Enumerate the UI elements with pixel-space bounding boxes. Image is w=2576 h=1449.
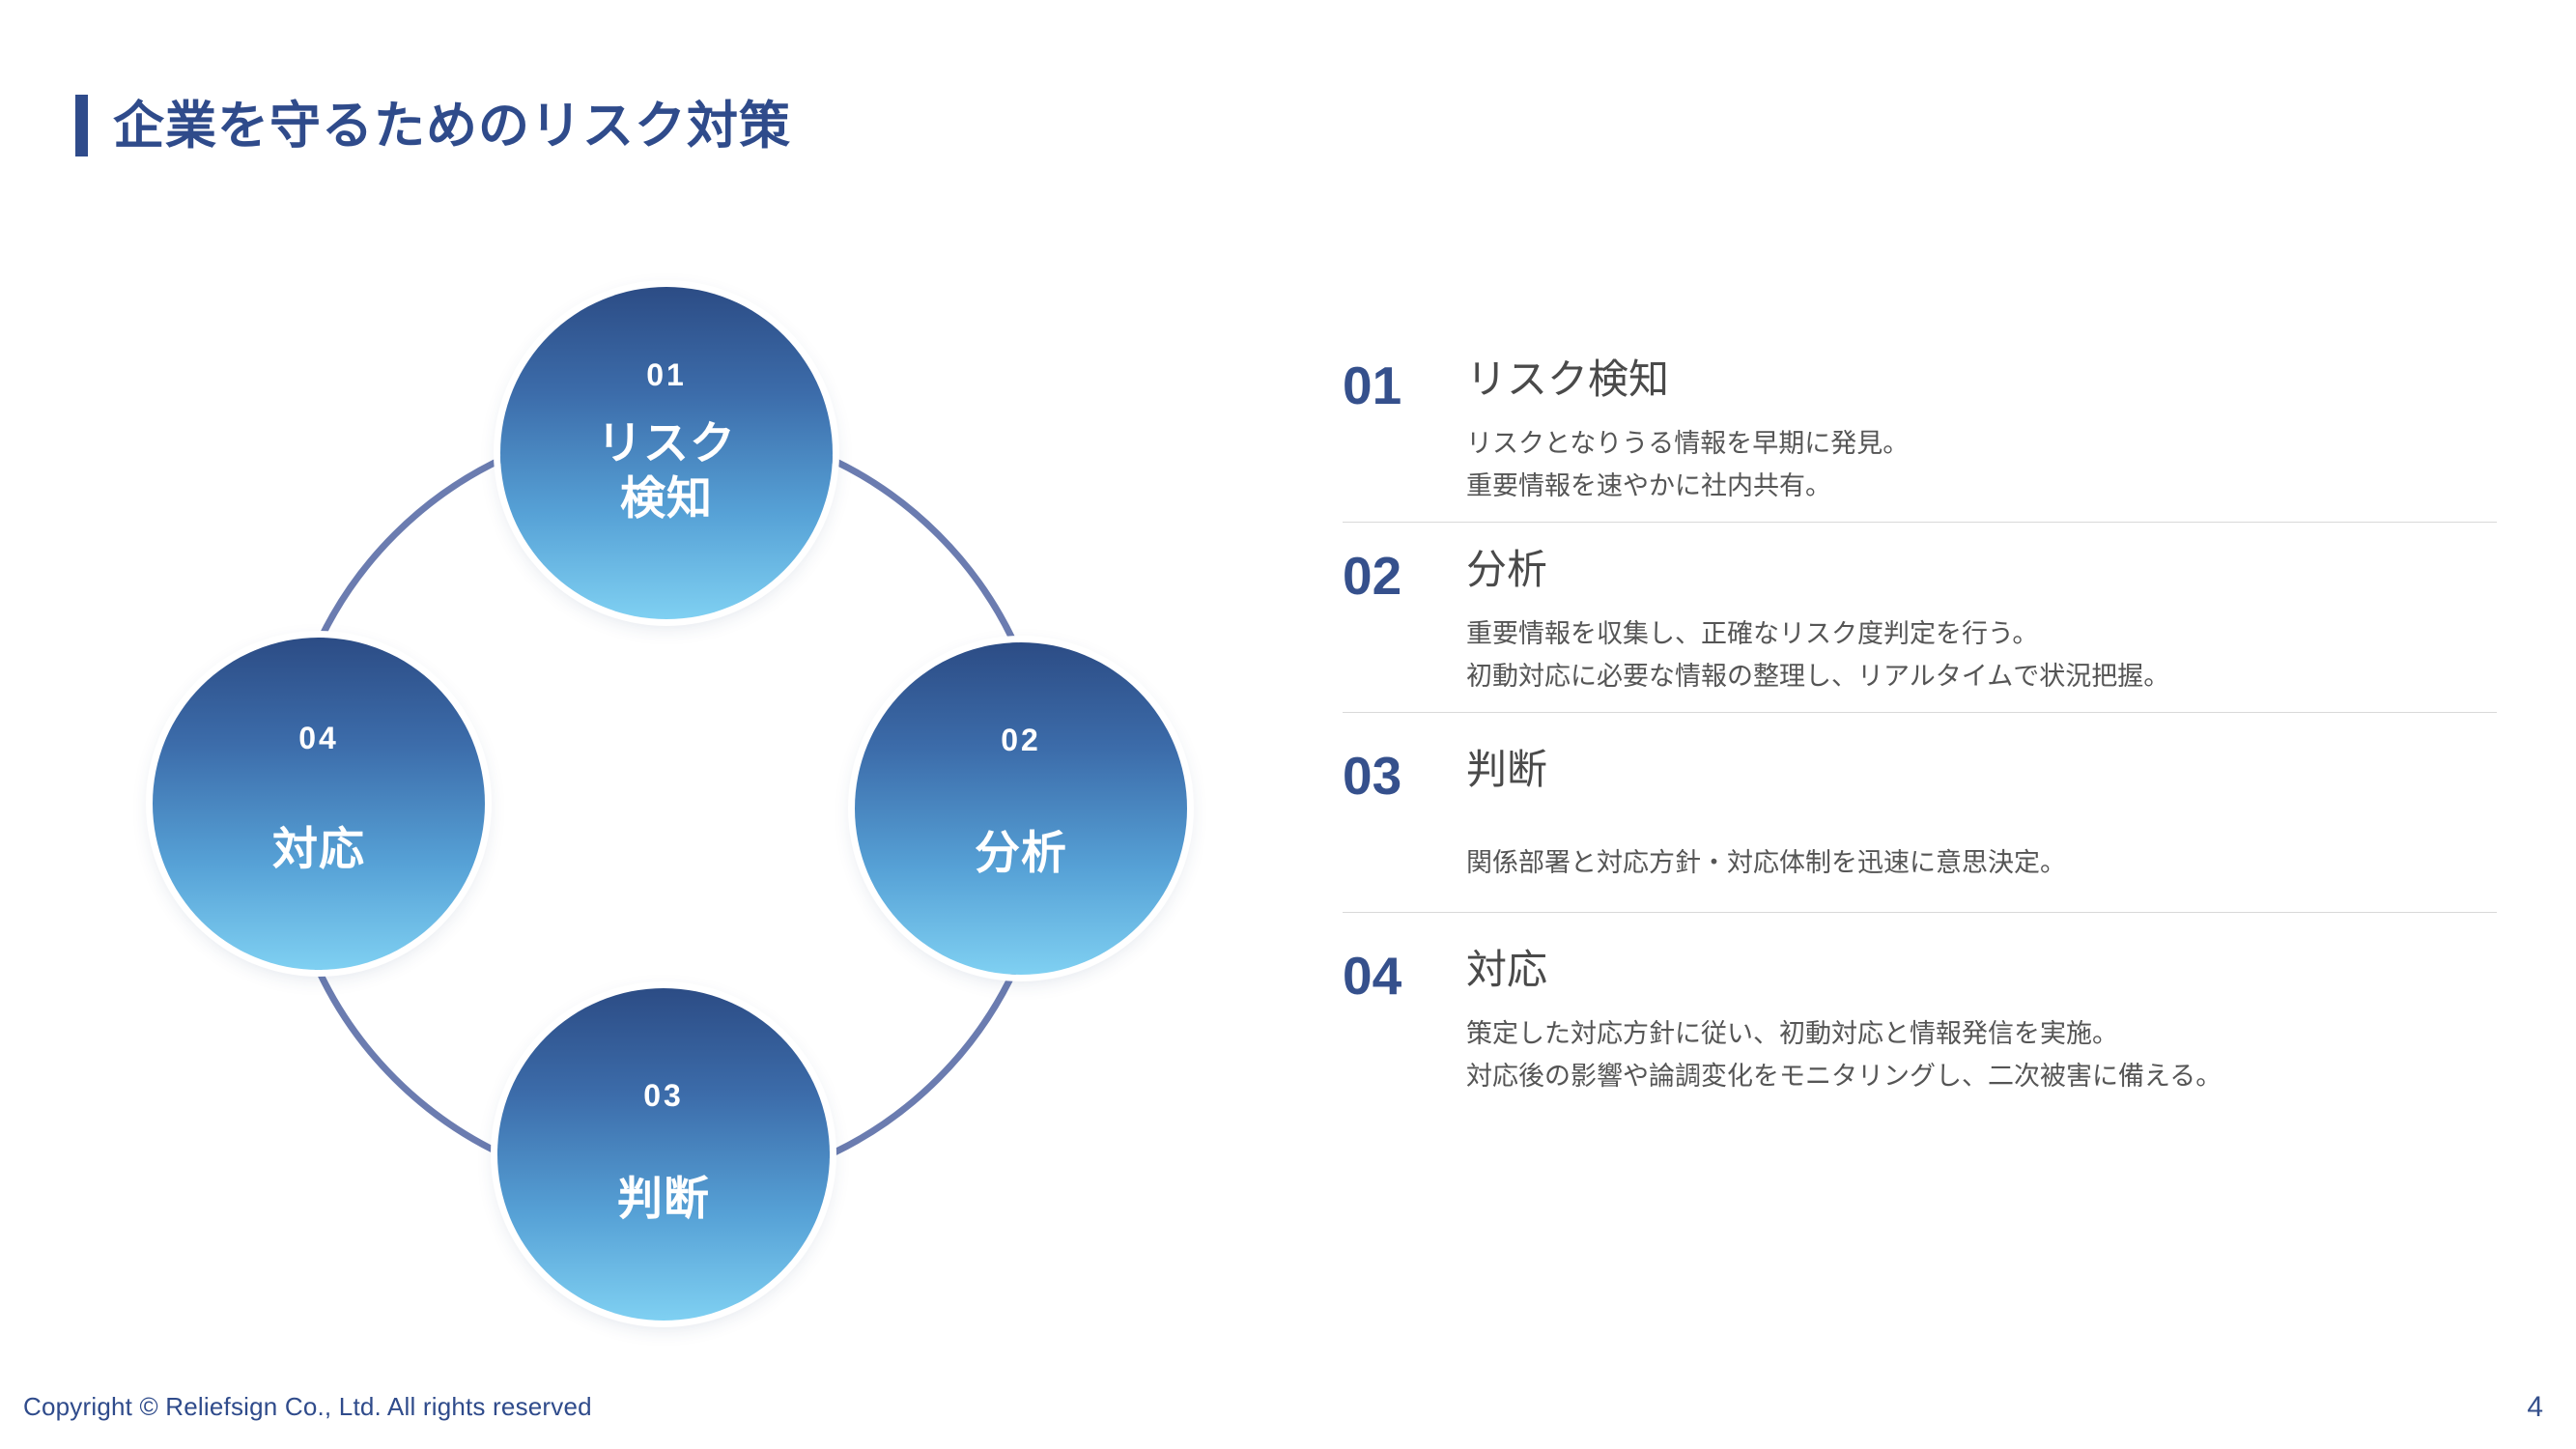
diagram-node-01-label-line2: 検知	[620, 472, 713, 525]
step-item-01[interactable]: 01 リスク検知 リスクとなりうる情報を早期に発見。 重要情報を速やかに社内共有…	[1343, 355, 2497, 522]
title-text: 企業を守るためのリスク対策	[113, 97, 791, 155]
diagram-node-04-number: 04	[298, 721, 339, 755]
spacer-1	[1343, 523, 2497, 550]
page-title: 企業を守るためのリスク対策	[75, 95, 791, 156]
cycle-diagram: 01 リスク 検知 02 分析 03 判断 04 対応	[126, 261, 1217, 1352]
diagram-node-02-label: 分析	[975, 827, 1067, 878]
step-item-03-heading: 判断	[1466, 747, 1548, 792]
step-item-01-number: 01	[1343, 355, 1402, 415]
diagram-node-02[interactable]: 02 分析	[855, 642, 1187, 975]
step-item-02-body: 分析 重要情報を収集し、正確なリスク度判定を行う。 初動対応に必要な情報の整理し…	[1466, 547, 2497, 698]
footer-page-number: 4	[2527, 1391, 2543, 1423]
footer-copyright: Copyright © Reliefsign Co., Ltd. All rig…	[23, 1392, 592, 1421]
diagram-node-04-label: 対応	[272, 823, 365, 874]
diagram-node-03[interactable]: 03 判断	[497, 988, 830, 1321]
step-item-01-desc-line2: 重要情報を速やかに社内共有。	[1466, 470, 1831, 500]
step-item-02-desc-line1: 重要情報を収集し、正確なリスク度判定を行う。	[1466, 619, 2039, 649]
spacer-3	[1343, 913, 2497, 950]
step-item-03-number: 03	[1343, 746, 1402, 806]
step-item-01-heading: リスク検知	[1466, 356, 1670, 402]
diagram-node-03-number: 03	[643, 1078, 684, 1113]
step-divider-1	[1343, 522, 2497, 523]
diagram-node-01[interactable]: 01 リスク 検知	[500, 287, 833, 619]
step-item-04-desc-line1: 策定した対応方針に従い、初動対応と情報発信を実施。	[1466, 1019, 2118, 1049]
step-item-04-body: 対応 策定した対応方針に従い、初動対応と情報発信を実施。 対応後の影響や論調変化…	[1466, 947, 2497, 1098]
diagram-node-01-label-line1: リスク	[597, 417, 736, 469]
diagram-node-01-label: リスク 検知	[597, 415, 736, 526]
step-item-01-desc-line1: リスクとなりうる情報を早期に発見。	[1466, 429, 1910, 459]
step-item-02-heading: 分析	[1466, 547, 1548, 592]
step-item-03-description: 関係部署と対応方針・対応体制を迅速に意思決定。	[1466, 842, 2497, 885]
step-divider-3	[1343, 912, 2497, 913]
diagram-node-02-number: 02	[1001, 723, 1041, 757]
step-item-04-description: 策定した対応方針に従い、初動対応と情報発信を実施。 対応後の影響や論調変化をモニ…	[1466, 1013, 2497, 1097]
step-item-02-description: 重要情報を収集し、正確なリスク度判定を行う。 初動対応に必要な情報の整理し、リア…	[1466, 613, 2497, 697]
step-item-04[interactable]: 04 対応 策定した対応方針に従い、初動対応と情報発信を実施。 対応後の影響や論…	[1343, 946, 2497, 1104]
diagram-node-03-label: 判断	[617, 1173, 710, 1224]
step-item-04-number: 04	[1343, 946, 1402, 1006]
title-accent-bar	[75, 95, 88, 156]
step-item-01-description: リスクとなりうる情報を早期に発見。 重要情報を速やかに社内共有。	[1466, 423, 2497, 507]
step-item-01-body: リスク検知 リスクとなりうる情報を早期に発見。 重要情報を速やかに社内共有。	[1466, 356, 2497, 508]
step-item-02[interactable]: 02 分析 重要情報を収集し、正確なリスク度判定を行う。 初動対応に必要な情報の…	[1343, 546, 2497, 712]
diagram-node-04[interactable]: 04 対応	[153, 638, 485, 970]
step-divider-2	[1343, 712, 2497, 713]
step-item-03-body: 判断 関係部署と対応方針・対応体制を迅速に意思決定。	[1466, 747, 2497, 885]
step-item-02-number: 02	[1343, 546, 1402, 606]
step-list: 01 リスク検知 リスクとなりうる情報を早期に発見。 重要情報を速やかに社内共有…	[1343, 355, 2497, 1104]
step-item-03[interactable]: 03 判断 関係部署と対応方針・対応体制を迅速に意思決定。	[1343, 746, 2497, 912]
step-item-04-desc-line2: 対応後の影響や論調変化をモニタリングし、二次被害に備える。	[1466, 1061, 2222, 1091]
step-item-04-heading: 対応	[1466, 947, 1548, 992]
diagram-node-01-number: 01	[646, 357, 687, 392]
step-item-02-desc-line2: 初動対応に必要な情報の整理し、リアルタイムで状況把握。	[1466, 661, 2170, 691]
step-item-03-desc-line1: 関係部署と対応方針・対応体制を迅速に意思決定。	[1466, 848, 2066, 878]
spacer-2	[1343, 713, 2497, 750]
